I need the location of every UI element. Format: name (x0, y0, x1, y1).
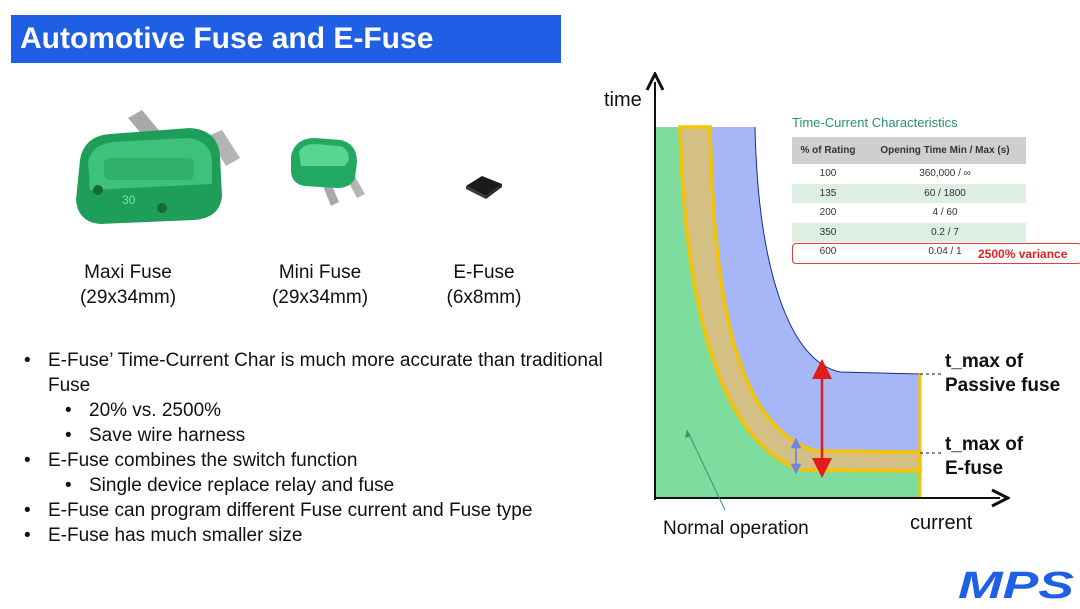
table-cell: 100 (819, 168, 837, 180)
variance-note: 2500% variance (978, 247, 1068, 261)
title-banner: Automotive Fuse and E-Fuse (11, 15, 561, 63)
efuse-size: (6x8mm) (446, 287, 522, 308)
sub-bullet-item: Single device replace relay and fuse (20, 473, 610, 498)
table-cell: 200 (819, 207, 837, 219)
efuse-callout: t_max of E-fuse (945, 434, 1024, 479)
maxi-fuse-label: Maxi Fuse (29x34mm) (58, 260, 198, 310)
table-cell: 350 (792, 222, 864, 242)
table-row: 135 60 / 1800 (792, 183, 1026, 203)
x-axis-label: current (910, 512, 973, 534)
passive-fuse-callout: t_max of Passive fuse (945, 351, 1061, 396)
sub-bullet-item: 20% vs. 2500% (20, 398, 610, 423)
mini-fuse-name: Mini Fuse (278, 262, 362, 283)
table-cell: 0.04 / 1 (928, 246, 962, 258)
variance-highlight-box (792, 243, 1080, 264)
normal-operation-region (655, 127, 920, 498)
table-row: 100 360,000 / ∞ (792, 164, 1026, 184)
bullet-item: E-Fuse combines the switch function (20, 448, 610, 473)
y-axis-label: time (604, 89, 642, 111)
bullet-item: E-Fuse’ Time-Current Char is much more a… (20, 348, 610, 398)
mini-fuse-size: (29x34mm) (271, 287, 369, 308)
normal-operation-label: Normal operation (663, 518, 809, 539)
efuse-chip-image (466, 176, 502, 199)
table-cell: 0.2 / 7 (864, 222, 1026, 242)
table-row: 350 0.2 / 7 (792, 222, 1026, 242)
table-row: 600 0.04 / 1 (792, 242, 1026, 262)
table-header: Opening Time Min / Max (s) (864, 137, 1026, 164)
table-cell: 4 / 60 (932, 207, 958, 219)
maxi-fuse-size: (29x34mm) (79, 287, 177, 308)
efuse-label: E-Fuse (6x8mm) (424, 260, 544, 310)
table-title: Time-Current Characteristics (792, 115, 958, 130)
table-cell: 600 (819, 246, 837, 258)
mps-logo-text: MPS (958, 566, 1074, 602)
table-row: 200 4 / 60 (792, 203, 1026, 223)
normal-operation-pointer (686, 429, 726, 511)
efuse-name: E-Fuse (453, 262, 515, 283)
mini-fuse-label: Mini Fuse (29x34mm) (250, 260, 390, 310)
table-cell: 135 (792, 183, 864, 203)
table-header: % of Rating (792, 137, 864, 164)
bullet-list: E-Fuse’ Time-Current Char is much more a… (20, 348, 610, 548)
table-cell: 360,000 / ∞ (919, 168, 971, 180)
sub-bullet-item: Save wire harness (20, 423, 610, 448)
mps-logo: MPS (958, 566, 1074, 602)
time-current-diagram (590, 70, 1010, 511)
maxi-fuse-name: Maxi Fuse (84, 262, 172, 283)
slide-title: Automotive Fuse and E-Fuse (20, 22, 434, 55)
maxi-fuse-image: 30 (76, 110, 240, 224)
mini-fuse-image (291, 138, 365, 206)
time-current-table: % of Rating Opening Time Min / Max (s) 1… (792, 137, 1026, 262)
bullet-item: E-Fuse can program different Fuse curren… (20, 498, 610, 523)
bullet-item: E-Fuse has much smaller size (20, 523, 610, 548)
maxi-fuse-marking: 30 (122, 193, 136, 207)
table-cell: 60 / 1800 (864, 183, 1026, 203)
